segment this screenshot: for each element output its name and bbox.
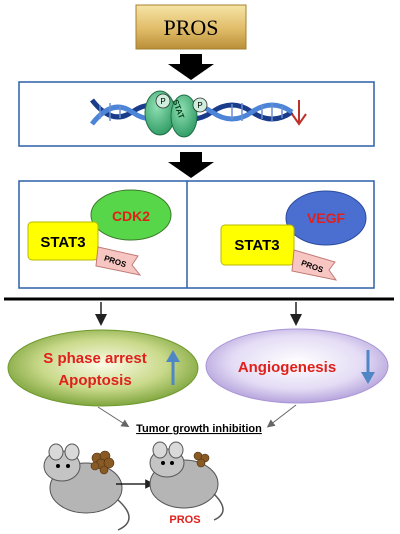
phospho-left-label: P bbox=[160, 97, 165, 106]
cdk2-oval bbox=[90, 189, 172, 241]
cdk2-label: CDK2 bbox=[112, 208, 150, 224]
outcome-right: Angiogenesis bbox=[205, 328, 389, 404]
complex-panel: CDK2 STAT3 PROS VEGF STAT3 PROS bbox=[18, 180, 375, 289]
stat3-box-left bbox=[27, 221, 99, 261]
outcome-left-line2: Apoptosis bbox=[58, 372, 131, 389]
phospho-right bbox=[192, 97, 208, 113]
stat3-box-right bbox=[220, 224, 295, 266]
down-arrow-2 bbox=[168, 152, 214, 178]
vegf-oval bbox=[285, 190, 367, 246]
tumor-large bbox=[90, 450, 115, 475]
vegf-label: VEGF bbox=[307, 210, 346, 226]
mouse-untreated bbox=[43, 443, 130, 531]
dna-panel: STAT P P bbox=[18, 81, 375, 147]
stat3-label-right: STAT3 bbox=[234, 237, 279, 254]
pros-tag-right bbox=[291, 249, 338, 281]
stat-dimer-right bbox=[170, 94, 198, 138]
down-arrow-1 bbox=[168, 54, 214, 80]
outcome-right-label: Angiogenesis bbox=[238, 359, 336, 376]
mouse-treated bbox=[149, 441, 224, 521]
converge-arrow-right bbox=[266, 404, 297, 428]
converge-arrow-left bbox=[97, 406, 130, 428]
pros-tag-left bbox=[95, 246, 142, 276]
outcome-left-line1: S phase arrest bbox=[43, 350, 146, 367]
complex-right: VEGF STAT3 PROS bbox=[220, 190, 367, 281]
phospho-left bbox=[155, 93, 171, 109]
summary-label: Tumor growth inhibition bbox=[136, 423, 262, 435]
treated-mouse-label: PROS bbox=[169, 514, 200, 526]
complex-left: CDK2 STAT3 PROS bbox=[27, 189, 172, 276]
tumor-small bbox=[193, 451, 210, 468]
stat3-label-left: STAT3 bbox=[40, 234, 85, 251]
phospho-right-label: P bbox=[197, 101, 202, 110]
pros-box: PROS bbox=[135, 4, 247, 50]
pros-box-label: PROS bbox=[163, 15, 218, 40]
outcome-left: S phase arrest Apoptosis bbox=[7, 329, 199, 407]
